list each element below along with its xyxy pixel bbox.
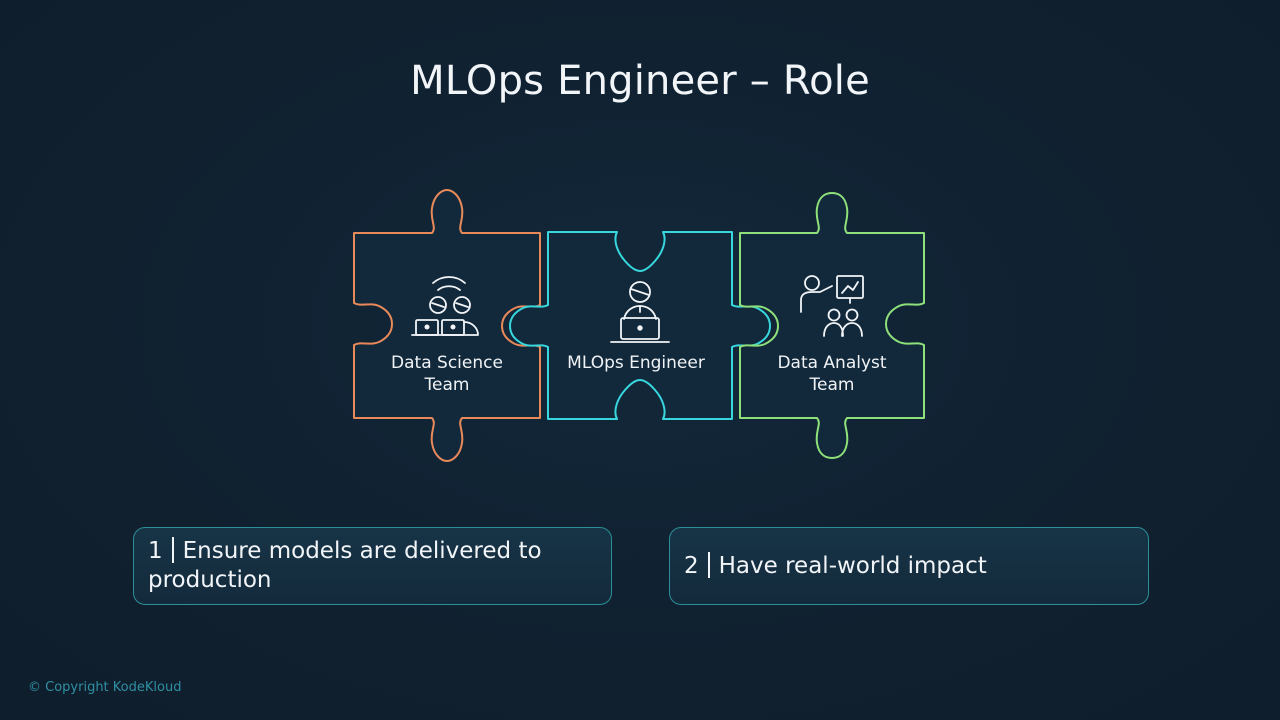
divider [707, 551, 710, 578]
label-line: Data Science [391, 353, 503, 373]
label-line: Team [424, 375, 470, 395]
point-text: 2 Have real-world impact [684, 551, 987, 581]
point-card-2: 2 Have real-world impact [669, 527, 1149, 605]
point-label: Ensure models are delivered to productio… [148, 538, 542, 593]
label-line: Team [809, 375, 855, 395]
slide-title: MLOps Engineer – Role [410, 58, 870, 104]
point-number: 2 [684, 552, 699, 579]
puzzle-piece-data-analyst [739, 192, 925, 459]
label-line: MLOps Engineer [567, 353, 705, 373]
label-mlops-engineer: MLOps Engineer [548, 352, 724, 374]
copyright: © Copyright KodeKloud [28, 680, 182, 695]
divider [171, 537, 174, 563]
puzzle-piece-data-science [353, 189, 541, 462]
label-data-science: Data Science Team [367, 352, 527, 396]
label-data-analyst: Data Analyst Team [752, 352, 912, 396]
label-line: Data Analyst [777, 353, 887, 373]
team-laptops-icon [411, 276, 479, 336]
point-label: Have real-world impact [718, 552, 987, 579]
presentation-team-icon [800, 275, 864, 337]
point-number: 1 [148, 538, 163, 564]
person-laptop-icon [610, 281, 670, 343]
